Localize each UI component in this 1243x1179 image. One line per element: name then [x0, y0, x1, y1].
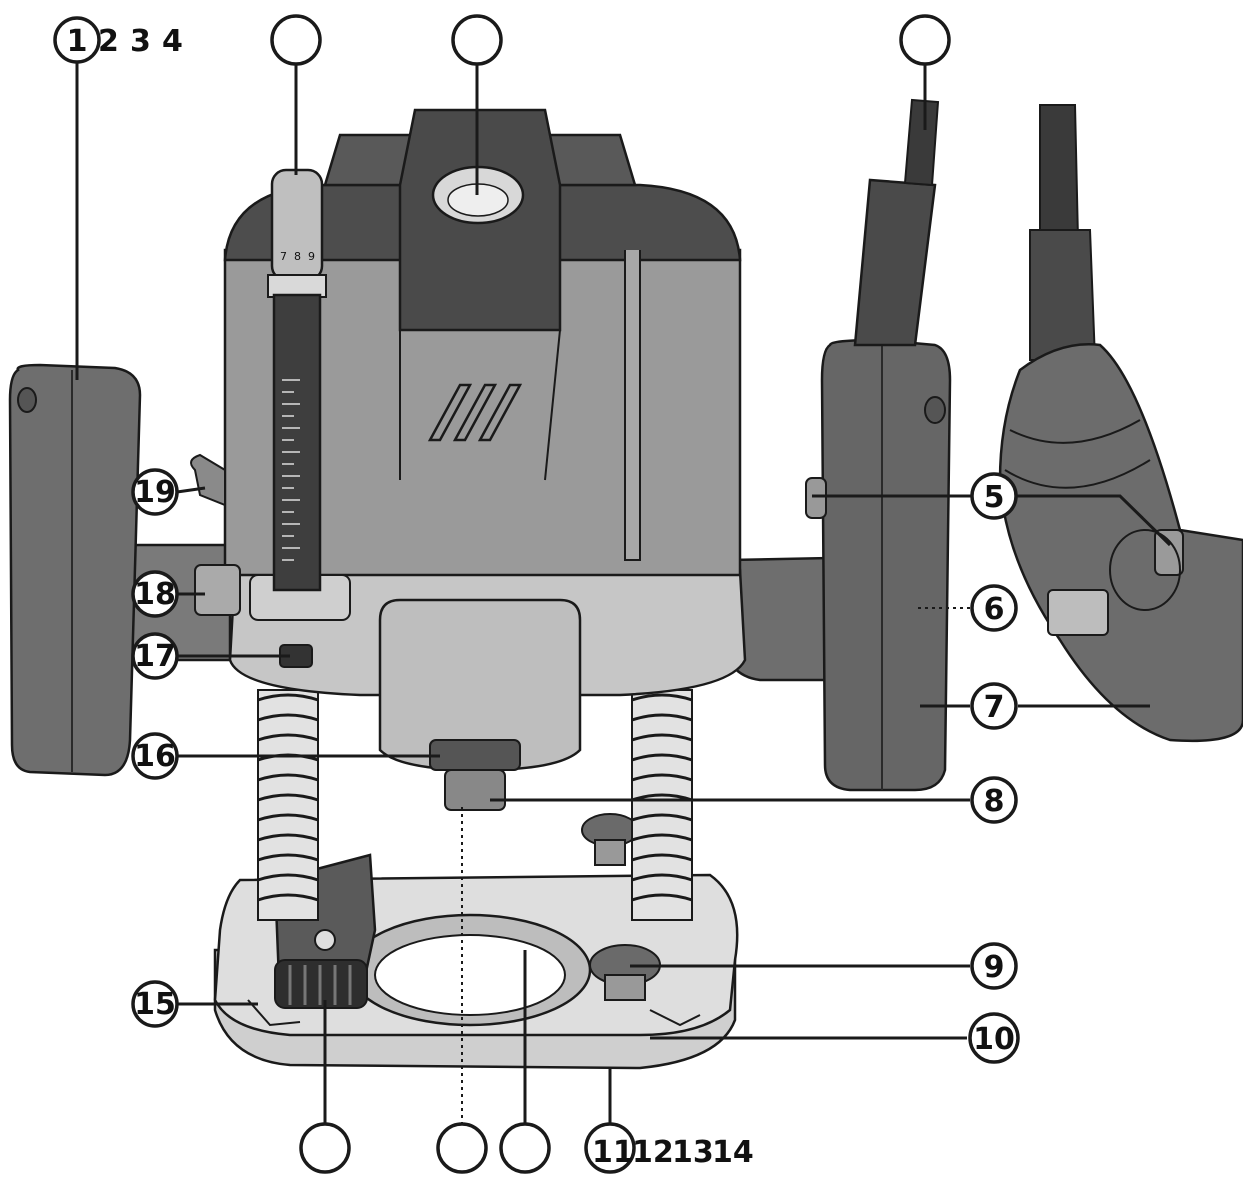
callout-14-label: 14: [712, 1135, 754, 1170]
callout-2-label: 2: [98, 24, 119, 59]
svg-text:8: 8: [984, 784, 1005, 819]
callout-circle-bottom-3: [501, 1124, 549, 1172]
callout-16: 16: [133, 734, 177, 778]
svg-text:18: 18: [134, 577, 176, 612]
callout-circle-bottom-1: [301, 1124, 349, 1172]
svg-text:10: 10: [973, 1022, 1015, 1057]
scale-digit: 9: [308, 250, 315, 263]
right-handle: [720, 100, 950, 790]
callout-17: 17: [133, 634, 177, 678]
callout-19: 19: [133, 470, 177, 514]
callout-1: 1: [55, 18, 99, 62]
spring-right: [632, 690, 692, 920]
svg-text:1: 1: [67, 24, 88, 59]
callout-circle-top-3: [453, 16, 501, 64]
scale-digit: 7: [280, 250, 287, 263]
spring-left: [258, 690, 318, 920]
callout-4-label: 4: [162, 24, 183, 59]
svg-text:6: 6: [984, 592, 1005, 627]
wing-knob-rear: [582, 814, 638, 865]
callout-8: 8: [972, 778, 1016, 822]
callout-circle-top-4: [901, 16, 949, 64]
callout-9: 9: [972, 944, 1016, 988]
svg-text:9: 9: [984, 950, 1005, 985]
svg-text:16: 16: [134, 739, 176, 774]
scale-digit: 8: [294, 250, 301, 263]
callout-10: 10: [970, 1014, 1018, 1062]
callout-3-label: 3: [130, 24, 151, 59]
callout-circle-bottom-2: [438, 1124, 486, 1172]
handle-detail-view: [1000, 105, 1243, 741]
svg-text:17: 17: [134, 639, 176, 674]
callout-6: 6: [972, 586, 1016, 630]
callout-15: 15: [133, 982, 177, 1026]
svg-text:7: 7: [984, 690, 1005, 725]
callout-12-label: 12: [632, 1135, 674, 1170]
callout-circle-top-2: [272, 16, 320, 64]
callout-11-label: 11: [592, 1135, 634, 1170]
callout-18: 18: [133, 572, 177, 616]
callout-13-label: 13: [672, 1135, 714, 1170]
svg-text:15: 15: [134, 987, 176, 1022]
callout-7: 7: [972, 684, 1016, 728]
callout-5: 5: [972, 474, 1016, 518]
svg-text:19: 19: [134, 475, 176, 510]
svg-text:5: 5: [984, 480, 1005, 515]
